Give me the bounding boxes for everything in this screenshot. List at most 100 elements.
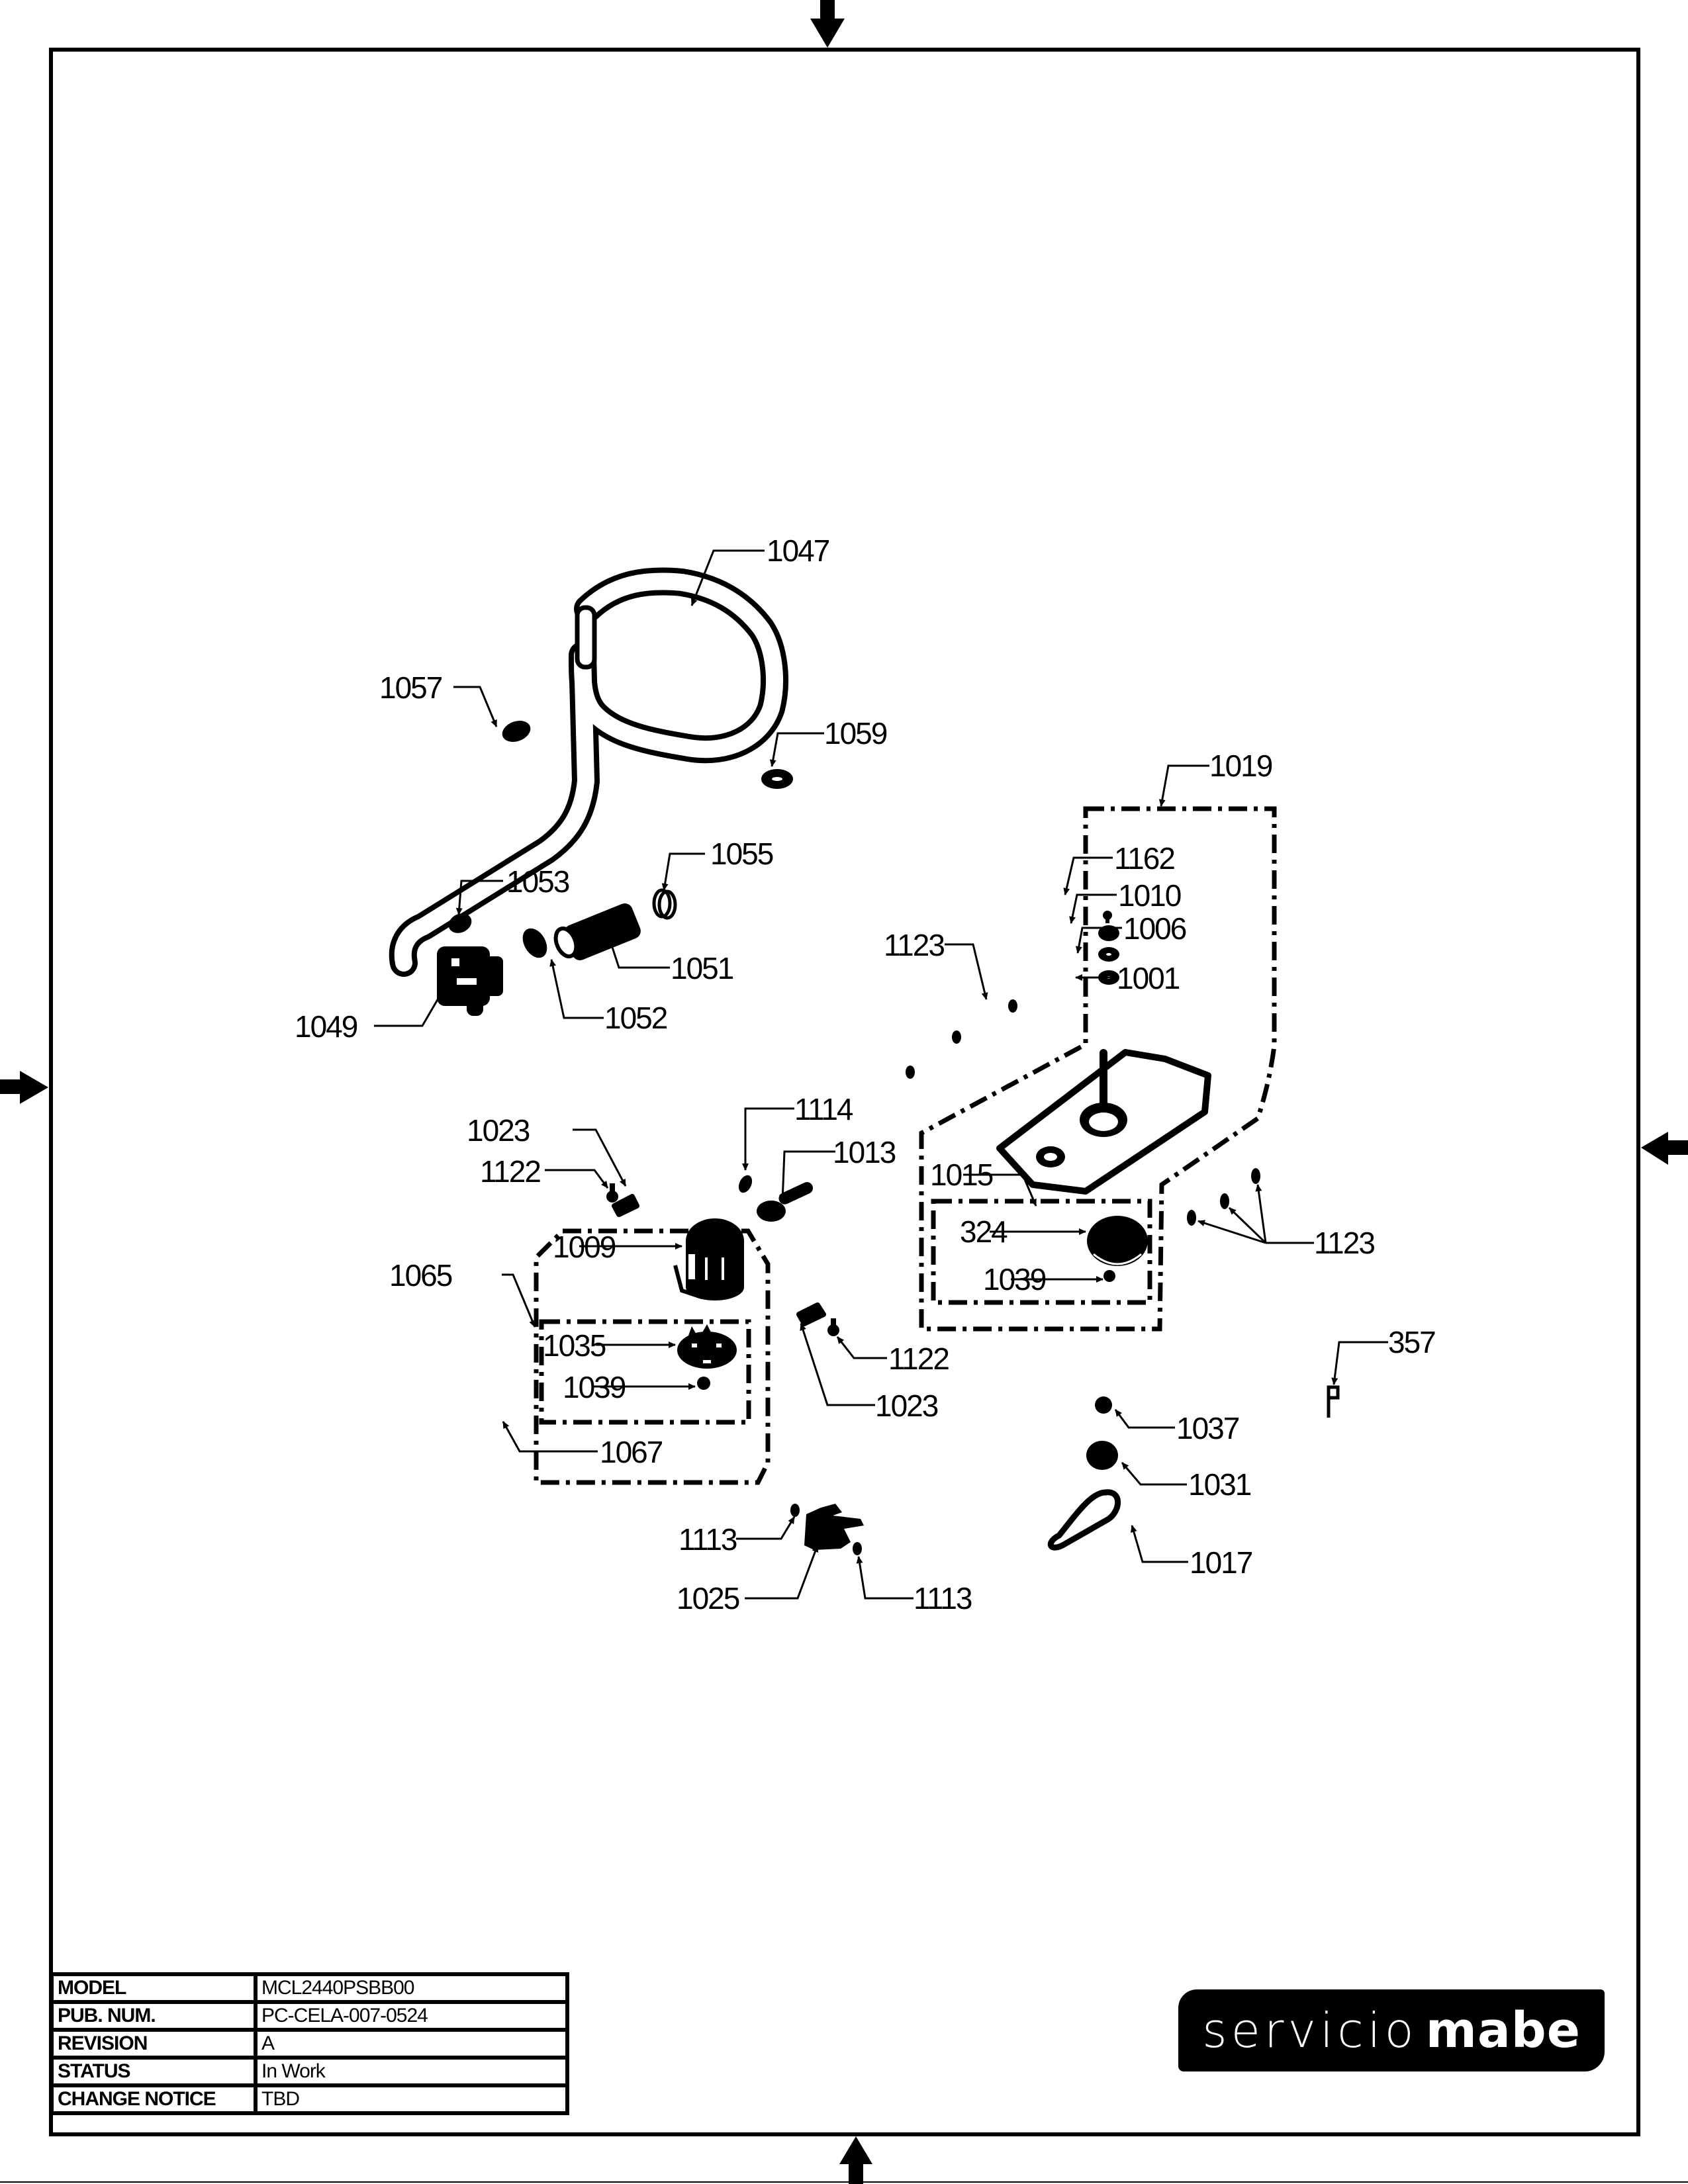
callout-1001[interactable]: 1001 [1117,961,1181,995]
callout-1010[interactable]: 1010 [1118,878,1182,913]
callout-1013[interactable]: 1013 [833,1135,897,1169]
transmission-part[interactable] [996,1049,1211,1195]
bottom-center-arrow-icon [839,2136,872,2184]
nut-part-1010[interactable] [1098,925,1119,941]
leader-1019 [1158,764,1209,807]
spring-clamp-part[interactable] [652,888,677,920]
callout-1051[interactable]: 1051 [671,951,735,985]
servicio-mabe-logo: servicio mabe [1178,1989,1605,2071]
transmission-assembly-outline [919,806,1277,1332]
hose-clamp-part[interactable] [499,717,534,745]
callout-1162[interactable]: 1162 [1114,841,1176,876]
title-block-value: PC-CELA-007-0524 [254,2000,569,2032]
callout-324[interactable]: 324 [960,1214,1009,1249]
callout-1114[interactable]: 1114 [794,1092,855,1126]
callout-1057[interactable]: 1057 [379,670,444,705]
callout-1039-right[interactable]: 1039 [983,1262,1047,1297]
drawing-frame [49,48,1640,2136]
callout-1017[interactable]: 1017 [1190,1545,1254,1580]
callout-1055[interactable]: 1055 [710,837,774,871]
title-block-key: MODEL [50,1972,258,2004]
callout-1122-right[interactable]: 1122 [888,1342,950,1376]
leader-lines-extra [736,1184,1388,1600]
pump-motor-part[interactable] [673,1218,744,1300]
seal-part-1052[interactable] [518,924,552,962]
bracket-part-1023-right[interactable] [796,1302,826,1326]
drain-hose-part[interactable] [389,567,788,977]
callout-1052[interactable]: 1052 [604,1001,669,1035]
callout-1067[interactable]: 1067 [600,1435,664,1469]
screw-part-1123-left[interactable] [906,999,1017,1079]
set-screw-part-1039-left[interactable] [697,1377,710,1390]
callout-1006[interactable]: 1006 [1123,911,1188,946]
callout-1037[interactable]: 1037 [1176,1411,1241,1445]
callout-1049[interactable]: 1049 [295,1009,359,1044]
star-nut-part[interactable] [761,769,793,789]
callout-1023-right[interactable]: 1023 [875,1388,939,1423]
title-block-value: MCL2440PSBB00 [254,1972,569,2004]
pump-hose-part[interactable] [552,901,643,962]
leader-1067 [502,1421,598,1453]
bracket-part-1025[interactable] [804,1504,864,1550]
leader-1013 [779,1150,835,1202]
callout-1059[interactable]: 1059 [824,716,888,751]
callout-1122-left[interactable]: 1122 [480,1154,541,1189]
washer-part-1006[interactable] [1098,947,1119,962]
callout-1123-upper[interactable]: 1123 [884,928,945,962]
nut-part-1037[interactable] [1095,1396,1112,1414]
leader-357 [1331,1341,1388,1385]
callout-1065[interactable]: 1065 [389,1258,453,1293]
callout-1035[interactable]: 1035 [543,1328,607,1363]
drain-pump-part[interactable] [437,946,503,1016]
leader-1037 [1114,1409,1175,1429]
callout-1023-left[interactable]: 1023 [467,1113,531,1148]
leader-1055 [661,852,705,891]
leader-1123b-1 [1197,1220,1266,1244]
callout-1031[interactable]: 1031 [1188,1467,1252,1502]
callout-1019[interactable]: 1019 [1209,749,1274,783]
callout-1015[interactable]: 1015 [930,1158,994,1192]
callout-1039-left[interactable]: 1039 [563,1370,627,1404]
callout-1009[interactable]: 1009 [553,1230,617,1264]
bolt-part-1122-right[interactable] [827,1318,839,1336]
clamp-part-1053[interactable] [445,910,475,937]
bolt-part-1162[interactable] [1103,911,1112,923]
logo-text-bold: mabe [1425,2002,1581,2059]
leader-1017 [1130,1525,1188,1563]
leader-1023a [573,1128,627,1187]
bracket-part-1023-left[interactable] [612,1194,639,1217]
clip-part-357[interactable] [1327,1385,1340,1418]
logo-text-light: servicio [1202,2003,1418,2058]
callout-357[interactable]: 357 [1388,1325,1436,1359]
pulley-part-1031[interactable] [1086,1441,1118,1470]
leader-lines [374,549,1209,1453]
bolt-part-1122-left[interactable] [606,1183,618,1203]
callout-1025[interactable]: 1025 [677,1581,741,1615]
callout-1047[interactable]: 1047 [767,533,831,568]
leader-1065 [502,1273,536,1328]
callout-1053[interactable]: 1053 [506,864,571,899]
screw-part-1114[interactable] [736,1173,755,1195]
drive-belt-part[interactable] [1048,1489,1121,1551]
callout-1113-left[interactable]: 1113 [679,1522,738,1557]
set-screw-part-1039-right[interactable] [1103,1270,1115,1282]
leader-1122b [836,1336,887,1359]
leader-1031 [1121,1462,1187,1486]
motor-pulley-part[interactable] [1087,1216,1148,1266]
screw-part-1113-left[interactable] [790,1504,800,1517]
callout-1123-lower[interactable]: 1123 [1314,1226,1376,1260]
pump-motor-assembly-outline [534,1228,771,1485]
callout-1113-right[interactable]: 1113 [914,1581,973,1615]
bracket-part-1013[interactable] [757,1180,815,1222]
screw-part-1123-right[interactable] [1187,1168,1260,1226]
leader-1059 [769,732,824,767]
title-block-row: PUB. NUM.PC-CELA-007-0524 [50,2000,569,2032]
motor-pulley-kit-outline [931,1199,1152,1305]
screw-part-1113-right[interactable] [853,1542,862,1555]
impeller-part[interactable] [677,1324,737,1369]
leader-1023b [800,1323,875,1406]
leader-1010 [1069,893,1117,924]
